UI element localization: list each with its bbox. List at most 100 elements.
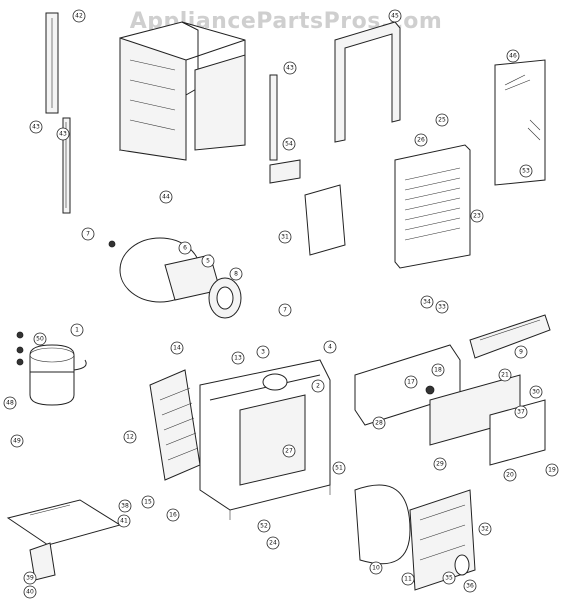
control-panel xyxy=(354,344,546,466)
callout-circle xyxy=(311,379,325,393)
callout-29: 29 xyxy=(433,457,447,471)
callout-circle xyxy=(33,332,47,346)
callout-27: 27 xyxy=(282,444,296,458)
callout-number: 45 xyxy=(391,13,399,20)
callout-labels: 4243434543444625265354233176587343391501… xyxy=(3,9,559,599)
callout-number: 33 xyxy=(438,304,446,311)
callout-10: 10 xyxy=(369,561,383,575)
callout-circle xyxy=(278,303,292,317)
callout-number: 37 xyxy=(517,409,525,416)
callout-circle xyxy=(529,385,543,399)
callout-number: 4 xyxy=(328,344,332,351)
callout-circle xyxy=(231,351,245,365)
callout-circle xyxy=(514,345,528,359)
callout-number: 1 xyxy=(75,327,79,334)
callout-number: 5 xyxy=(206,258,210,265)
callout-51: 51 xyxy=(332,461,346,475)
callout-circle xyxy=(431,363,445,377)
callout-24: 24 xyxy=(266,536,280,550)
callout-number: 23 xyxy=(473,213,481,220)
callout-circle xyxy=(404,375,418,389)
fan-motor-assembly xyxy=(108,237,242,319)
callout-39: 39 xyxy=(23,571,37,585)
callout-circle xyxy=(388,9,402,23)
callout-35: 35 xyxy=(442,571,456,585)
callout-3: 3 xyxy=(256,345,270,359)
callout-number: 39 xyxy=(26,575,34,582)
callout-circle xyxy=(229,267,243,281)
callout-23: 23 xyxy=(470,209,484,223)
callout-circle xyxy=(470,209,484,223)
callout-number: 43 xyxy=(286,65,294,72)
callout-8: 8 xyxy=(229,267,243,281)
callout-32: 32 xyxy=(478,522,492,536)
callout-number: 10 xyxy=(372,565,380,572)
callout-20: 20 xyxy=(503,468,517,482)
callout-circle xyxy=(166,508,180,522)
callout-7: 7 xyxy=(278,303,292,317)
callout-5: 5 xyxy=(201,254,215,268)
callout-26: 26 xyxy=(414,133,428,147)
callout-number: 7 xyxy=(283,307,287,314)
callout-circle xyxy=(118,499,132,513)
callout-number: 30 xyxy=(532,389,540,396)
callout-circle xyxy=(81,227,95,241)
callout-38: 38 xyxy=(118,499,132,513)
callout-circle xyxy=(506,49,520,63)
callout-number: 9 xyxy=(519,349,523,356)
callout-circle xyxy=(519,164,533,178)
callout-number: 38 xyxy=(121,503,129,510)
callout-circle xyxy=(514,405,528,419)
callout-number: 41 xyxy=(120,518,128,525)
callout-number: 53 xyxy=(522,168,530,175)
callout-circle xyxy=(23,585,37,599)
center-strip xyxy=(269,74,278,161)
callout-circle xyxy=(283,61,297,75)
callout-40: 40 xyxy=(23,585,37,599)
grille-insert xyxy=(469,314,551,359)
callout-37: 37 xyxy=(514,405,528,419)
callout-circle xyxy=(159,190,173,204)
callout-circle xyxy=(256,345,270,359)
callout-number: 11 xyxy=(404,576,412,583)
compressor xyxy=(16,331,87,406)
callout-42: 42 xyxy=(72,9,86,23)
callout-circle xyxy=(201,254,215,268)
callout-circle xyxy=(463,579,477,593)
callout-circle xyxy=(282,137,296,151)
callout-circle xyxy=(478,522,492,536)
callout-circle xyxy=(401,572,415,586)
window-frame xyxy=(334,21,401,143)
callout-number: 24 xyxy=(269,540,277,547)
callout-43: 43 xyxy=(56,127,70,141)
callout-circle xyxy=(257,519,271,533)
callout-21: 21 xyxy=(498,368,512,382)
callout-number: 40 xyxy=(26,589,34,596)
callout-circle xyxy=(117,514,131,528)
callout-18: 18 xyxy=(431,363,445,377)
filter-panel xyxy=(494,59,546,186)
callout-circle xyxy=(23,571,37,585)
callout-circle xyxy=(414,133,428,147)
callout-number: 36 xyxy=(466,583,474,590)
callout-circle xyxy=(545,463,559,477)
callout-number: 3 xyxy=(261,349,265,356)
callout-circle xyxy=(442,571,456,585)
callout-number: 51 xyxy=(335,465,343,472)
callout-circle xyxy=(170,341,184,355)
base-chassis xyxy=(199,359,331,520)
callout-circle xyxy=(503,468,517,482)
callout-1: 1 xyxy=(70,323,84,337)
callout-circle xyxy=(278,230,292,244)
callout-43: 43 xyxy=(29,120,43,134)
callout-number: 32 xyxy=(481,526,489,533)
callout-circle xyxy=(435,300,449,314)
callout-circle xyxy=(141,495,155,509)
callout-number: 8 xyxy=(234,271,238,278)
callout-9: 9 xyxy=(514,345,528,359)
callout-46: 46 xyxy=(506,49,520,63)
callout-number: 34 xyxy=(423,299,431,306)
callout-number: 25 xyxy=(438,117,446,124)
callout-49: 49 xyxy=(10,434,24,448)
